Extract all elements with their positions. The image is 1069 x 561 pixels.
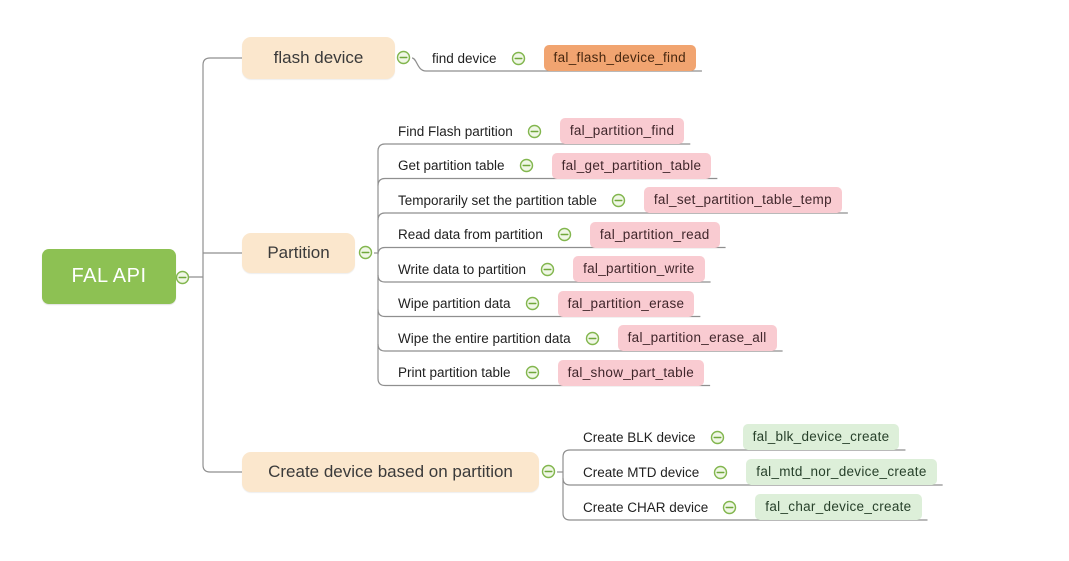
collapse-icon[interactable]	[541, 464, 556, 479]
api-function-node[interactable]: fal_flash_device_find	[543, 45, 696, 71]
mindmap-row: Read data from partition fal_partition_r…	[398, 221, 720, 248]
mindmap-row: find device fal_flash_device_find	[432, 45, 696, 71]
mindmap-row: Write data to partition fal_partition_wr…	[398, 256, 705, 282]
collapse-icon[interactable]	[540, 262, 555, 277]
topic-label[interactable]: Read data from partition	[398, 227, 543, 242]
collapse-icon[interactable]	[713, 465, 728, 480]
collapse-icon[interactable]	[511, 51, 526, 66]
topic-label[interactable]: Create MTD device	[583, 464, 700, 480]
root-node[interactable]: FAL API	[42, 249, 176, 304]
api-function-node[interactable]: fal_get_partition_table	[551, 152, 712, 179]
api-function-node[interactable]: fal_blk_device_create	[742, 424, 900, 450]
api-function-node[interactable]: fal_partition_write	[573, 256, 705, 282]
mindmap-row: Get partition table fal_get_partition_ta…	[398, 152, 712, 179]
collapse-icon[interactable]	[557, 227, 572, 242]
api-function-node[interactable]: fal_mtd_nor_device_create	[746, 459, 937, 485]
topic-label[interactable]: find device	[432, 50, 497, 66]
topic-label[interactable]: Print partition table	[398, 365, 511, 380]
collapse-icon[interactable]	[358, 245, 373, 260]
topic-label[interactable]: Create CHAR device	[583, 499, 709, 515]
collapse-icon[interactable]	[527, 124, 542, 139]
mindmap-row: Find Flash partition fal_partition_find	[398, 118, 685, 144]
topic-label[interactable]: Find Flash partition	[398, 123, 513, 139]
collapse-icon[interactable]	[722, 500, 737, 515]
api-function-node[interactable]: fal_partition_erase	[557, 290, 695, 317]
api-function-node[interactable]: fal_set_partition_table_temp	[643, 187, 842, 213]
mindmap-row: Wipe the entire partition data fal_parti…	[398, 325, 777, 351]
mindmap-row: Create MTD device fal_mtd_nor_device_cre…	[583, 459, 937, 485]
collapse-icon[interactable]	[585, 331, 600, 346]
topic-label[interactable]: Wipe the entire partition data	[398, 330, 571, 346]
topic-label[interactable]: Temporarily set the partition table	[398, 192, 597, 208]
branch-node-create-device[interactable]: Create device based on partition	[242, 452, 539, 492]
collapse-icon[interactable]	[710, 430, 725, 445]
branch-node-flash-device[interactable]: flash device	[242, 37, 395, 79]
mindmap-row: Create BLK device fal_blk_device_create	[583, 424, 900, 450]
collapse-icon[interactable]	[611, 193, 626, 208]
api-function-node[interactable]: fal_partition_find	[559, 118, 685, 144]
mindmap-row: Create CHAR device fal_char_device_creat…	[583, 494, 922, 520]
api-function-node[interactable]: fal_partition_read	[589, 221, 720, 248]
topic-label[interactable]: Create BLK device	[583, 429, 696, 445]
mindmap-row: Print partition table fal_show_part_tabl…	[398, 359, 705, 386]
collapse-icon[interactable]	[525, 365, 540, 380]
collapse-icon[interactable]	[175, 270, 190, 285]
api-function-node[interactable]: fal_char_device_create	[755, 494, 922, 520]
mindmap-row: Temporarily set the partition table fal_…	[398, 187, 842, 213]
collapse-icon[interactable]	[396, 50, 411, 65]
api-function-node[interactable]: fal_show_part_table	[557, 359, 705, 386]
topic-label[interactable]: Write data to partition	[398, 261, 527, 277]
mindmap-row: Wipe partition data fal_partition_erase	[398, 290, 695, 317]
topic-label[interactable]: Wipe partition data	[398, 296, 511, 311]
topic-label[interactable]: Get partition table	[398, 158, 505, 173]
collapse-icon[interactable]	[519, 158, 534, 173]
api-function-node[interactable]: fal_partition_erase_all	[617, 325, 777, 351]
collapse-icon[interactable]	[525, 296, 540, 311]
branch-node-partition[interactable]: Partition	[242, 233, 355, 273]
